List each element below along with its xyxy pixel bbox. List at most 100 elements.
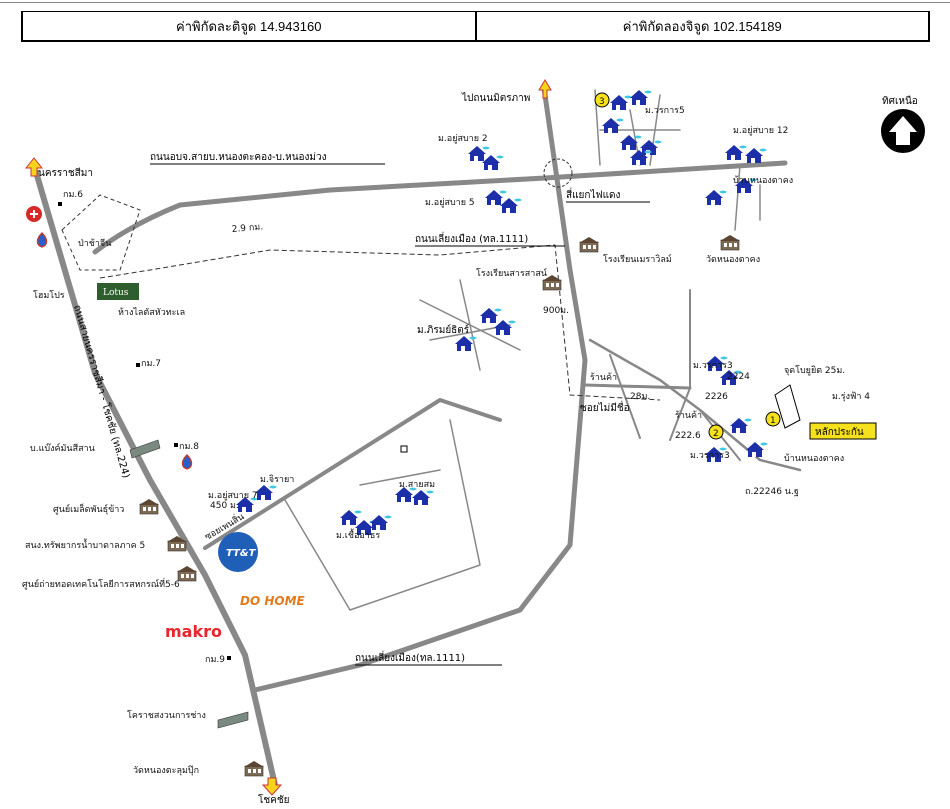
coordinate-bar: ค่าพิกัดละติจูด 14.943160 ค่าพิกัดลองจิจ… [21, 11, 930, 42]
bypass-bottom-label: ถนนเลี่ยงเมือง(ทล.1111) [355, 650, 465, 664]
marker-2 [708, 424, 724, 440]
house-icon [746, 442, 768, 457]
marker-1 [765, 411, 781, 427]
moo-rungfa-label: ม.รุ่งฟ้า 4 [832, 391, 870, 402]
marker-3 [594, 92, 610, 108]
chok-chai-label: โชคชัย [258, 793, 290, 806]
tech-center-label: ศูนย์ถ่ายทอดเทคโนโลยีการสหกรณ์ที่5-6 [22, 577, 180, 590]
marker-1-label: 1 [770, 416, 776, 426]
house-icon [630, 150, 652, 165]
bank-icon [129, 439, 161, 459]
dashed-route [99, 244, 661, 401]
traffic-light-marker [543, 158, 573, 188]
north-label: ทิศเหนือ [882, 95, 918, 107]
km6-label: กม.6 [63, 190, 83, 200]
house-icon [370, 515, 392, 530]
to-mittraphap-label: ไปถนนมิตรภาพ [461, 92, 530, 104]
house-icon [500, 198, 522, 213]
road-east-village [734, 164, 761, 231]
house-icon [468, 146, 490, 161]
ban-nong-takhong-2-label: บ้านหนองตาคง [784, 453, 844, 464]
seed-center-label: ศูนย์เมล็ดพันธุ์ข้าว [53, 502, 124, 515]
house-icon [340, 510, 362, 525]
point-icon [400, 445, 408, 453]
moo-worakarn-3b-label: ม.วรการ3 [690, 451, 730, 461]
lotus-text: Lotus [103, 288, 129, 298]
north-end-arrow [24, 157, 44, 177]
landmark-zone [774, 384, 801, 429]
nong-takhong-road-label: ถนนอบจ.สายบ.หนองตะคอง-บ.หนองม่วง [150, 152, 327, 163]
tt-logo [218, 532, 258, 572]
longitude-label: ค่าพิกัดลองจิจูด 102.154189 [474, 12, 929, 40]
temple-1-label: วัดหนองตาคง [706, 255, 760, 265]
km9-label: กม.9 [205, 655, 225, 665]
homepro-label: โฮมโปร [33, 290, 65, 301]
house-icon [494, 320, 516, 335]
korat-engine-label: โคราชสงวนการช่าง [127, 710, 206, 721]
ptt-icon [181, 454, 193, 470]
distance-25-label: จุดโบยูยิต 25ม. [784, 365, 845, 376]
house-icon [480, 308, 502, 323]
moo-worakarn-5-label: ม.วรการ5 [645, 106, 685, 116]
house-icon [620, 135, 642, 150]
house-icon [730, 418, 752, 433]
distance-28-label: 28ม. [630, 392, 650, 402]
highway-224 [33, 169, 278, 788]
distance-900-label: 900ม. [543, 306, 569, 316]
school-2-label: โรงเรียนสารสาสน์ [476, 267, 547, 279]
marker-2-label: 2 [713, 429, 719, 439]
num-2224-label: 2224 [727, 372, 750, 382]
mittraphap-arrow [538, 79, 552, 99]
road-22246-label: ถ.22246 น.ฐ [745, 487, 799, 497]
moo-yu-sabai-2-label: ม.อยู่สบาย 2 [438, 134, 488, 144]
house-icon [412, 490, 434, 505]
km-marker [136, 363, 140, 367]
moo-yu-sabai-7-label: ม.อยู่สบาย 7 [208, 491, 258, 501]
north-arrow-icon [881, 109, 925, 153]
house-icon [725, 145, 747, 160]
dohome-logo [238, 584, 286, 618]
house-icon [630, 90, 652, 105]
dashed-pa-cha [61, 194, 141, 271]
shop-1-label: ร้านค้า [590, 372, 617, 383]
ban-nong-takhong-1-label: บ้านหนองตาคง [733, 175, 793, 186]
market-label: ห้างไลตัสหัวทะเล [118, 307, 185, 318]
seed-center-icon [138, 498, 160, 515]
distance-450-label: 450 ม. [210, 501, 239, 511]
temple-icon [719, 234, 741, 251]
bypass-top-label: ถนนเลี่ยงเมือง (ทล.1111) [415, 231, 528, 245]
temple-2-label: วัดหนองตะลุมปุ๊ก [133, 765, 199, 776]
tech-center-icon [176, 565, 198, 582]
latitude-label: ค่าพิกัดละติจูด 14.943160 [176, 18, 322, 34]
water-office-label: สนง.ทรัพยากรน้ำบาดาลภาค 5 [25, 538, 145, 551]
landmark-label: หลักประกัน [815, 427, 864, 438]
south-end-arrow [261, 777, 283, 796]
top-border [0, 2, 950, 3]
dohome-text: DO HOME [240, 594, 306, 608]
house-icon [640, 140, 662, 155]
num-222a-label: 222.6 [675, 431, 701, 441]
house-icon [255, 485, 277, 500]
km-marker [227, 656, 231, 660]
unnamed-soi-label: ซอยไม่มีชื่อ [580, 400, 630, 414]
house-icon [610, 95, 632, 110]
km7-label: กม.7 [141, 359, 161, 369]
lotus-logo [97, 283, 139, 300]
house-icon [745, 148, 767, 163]
road-east-3 [669, 289, 691, 441]
marker-3-label: 3 [599, 97, 605, 107]
school-icon [578, 236, 600, 253]
gas-station-icon [26, 206, 42, 222]
moo-yu-sabai-12-label: ม.อยู่สบาย 12 [733, 126, 788, 136]
distance-29-label: 2.9 กม. [231, 222, 263, 235]
road-nong-takhong [92, 160, 788, 255]
moo-jiraya-label: ม.จิรายา [260, 474, 294, 485]
km-marker [58, 202, 62, 206]
km8-label: กม.8 [179, 442, 199, 452]
moo-yu-sabai-5-label: ม.อยู่สบาย 5 [425, 198, 475, 208]
tt-text: TT&T [226, 548, 257, 559]
moo-chuea-athon-label: ม.เชื้ออาธร [336, 528, 380, 541]
korat-engine-icon [217, 711, 249, 729]
nakhon-ratchasima-label: นครราชสีมา [38, 167, 93, 179]
